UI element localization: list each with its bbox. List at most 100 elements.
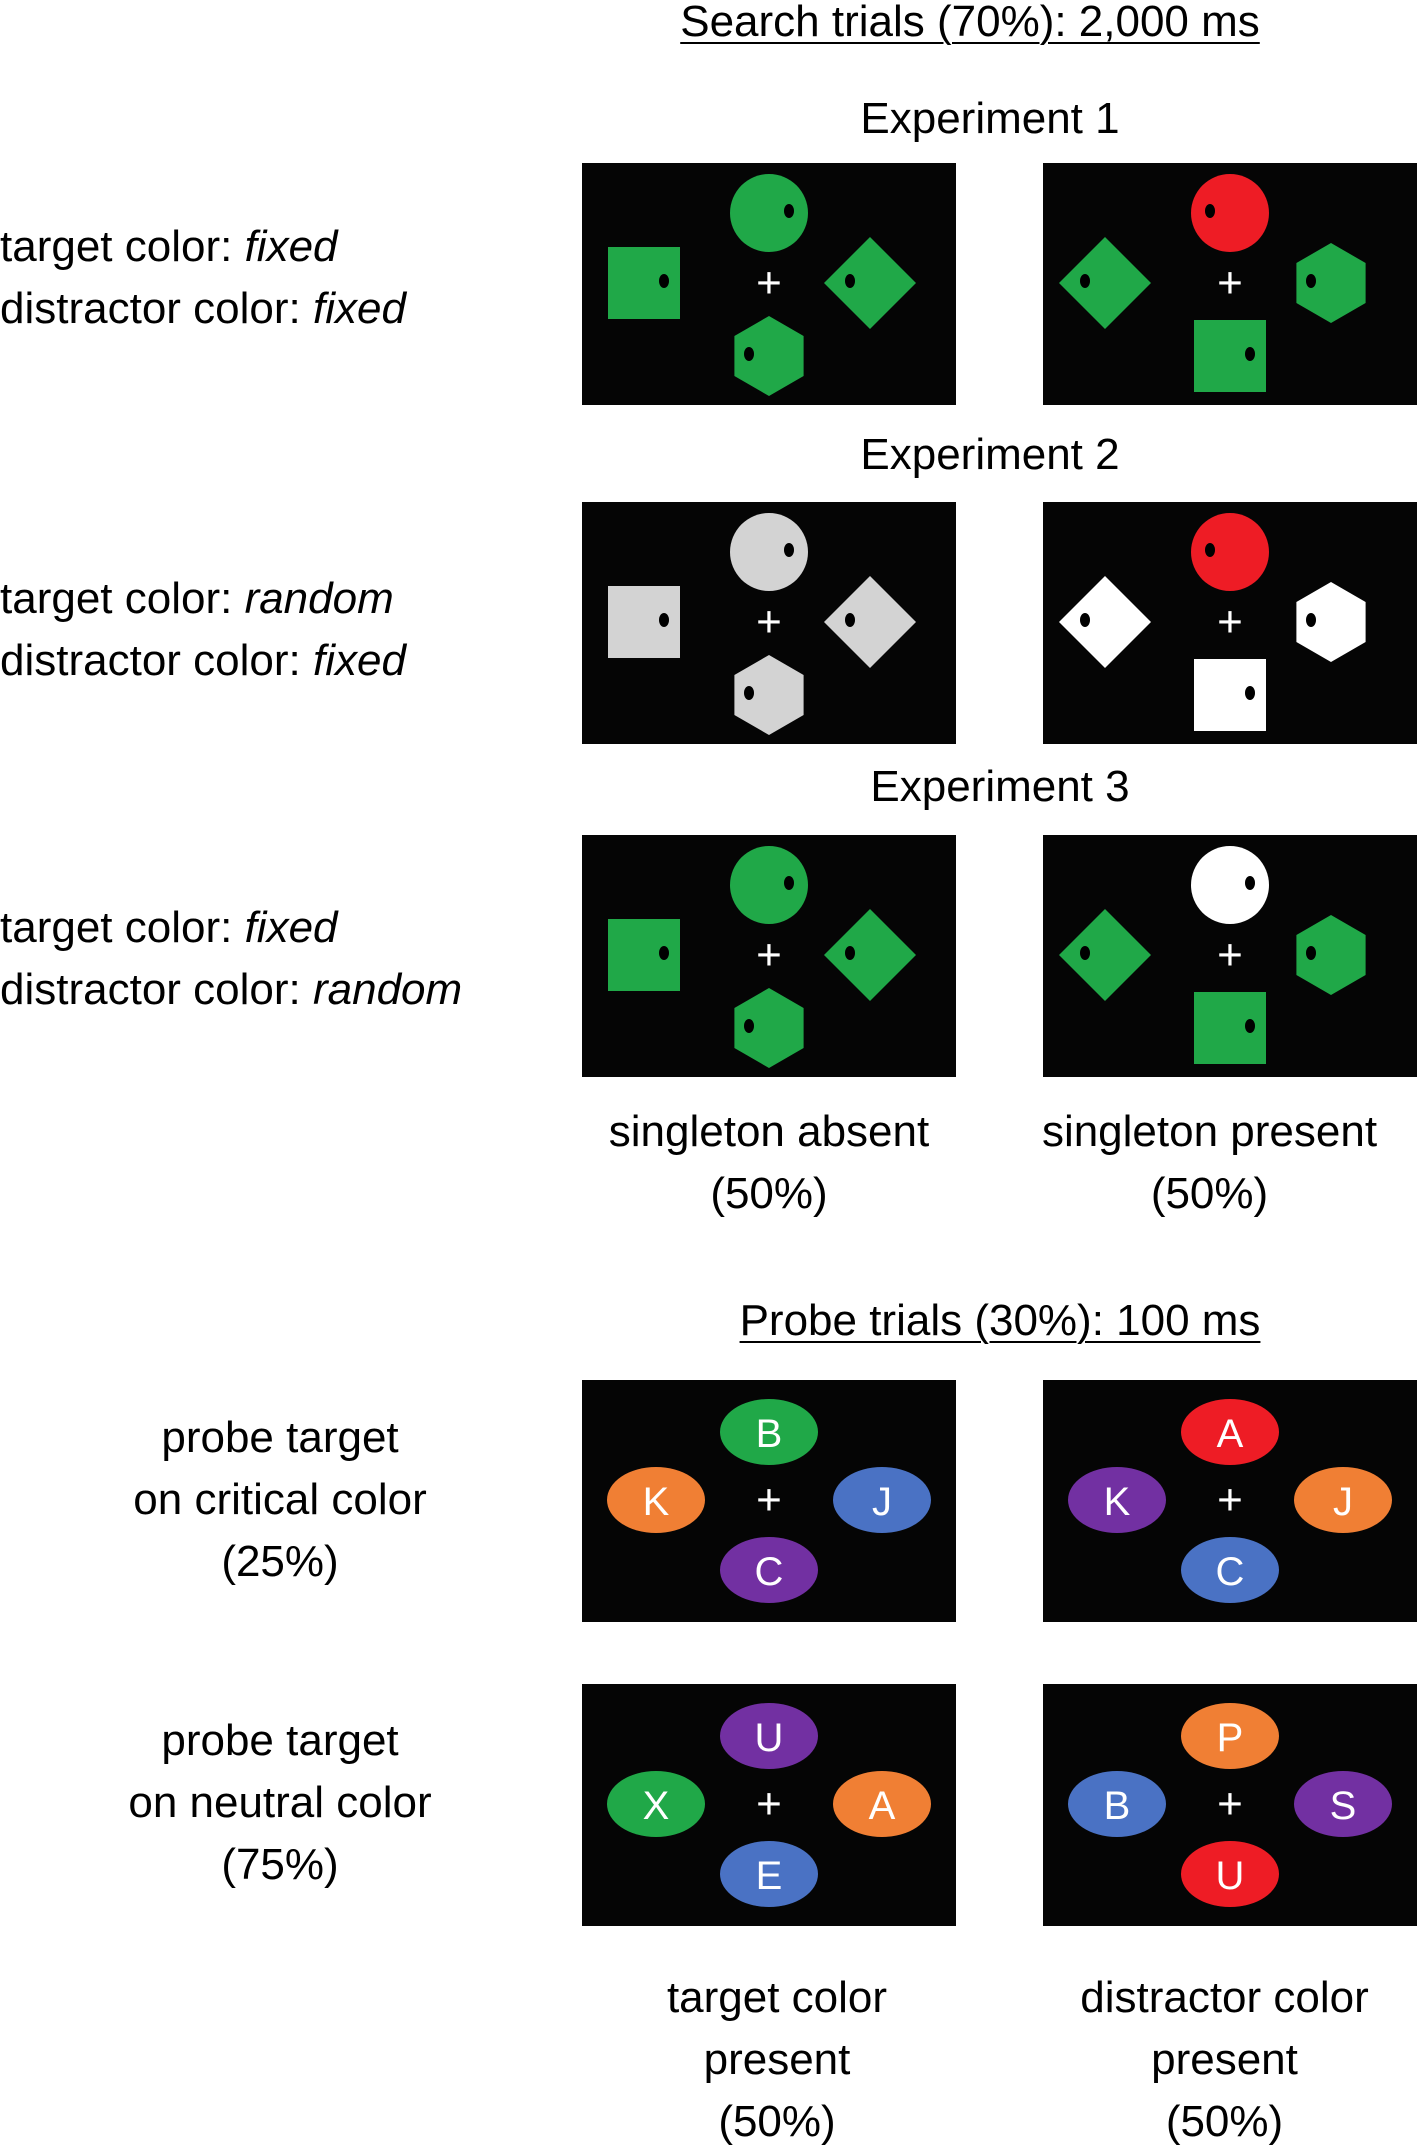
target-dot	[1245, 347, 1255, 361]
probe-letter-x: X	[607, 1771, 705, 1837]
target-dot	[659, 946, 669, 960]
diamond-item	[1059, 909, 1151, 1001]
probe-neutral-distractor-display: P B S U +	[1043, 1684, 1417, 1926]
circle-item	[1191, 174, 1269, 252]
svg-text:U: U	[755, 1716, 784, 1760]
target-dot	[845, 274, 855, 288]
experiment-2-conditions: target color: random distractor color: f…	[0, 568, 406, 692]
probe-letter-s: S	[1294, 1771, 1392, 1837]
fixation-cross: +	[756, 1780, 782, 1829]
hexagon-item	[734, 316, 804, 396]
target-dot	[1306, 274, 1316, 288]
target-dot	[784, 543, 794, 557]
fixation-cross: +	[1217, 598, 1243, 647]
circle-item	[730, 174, 808, 252]
svg-text:P: P	[1217, 1716, 1244, 1760]
svg-text:A: A	[869, 1784, 896, 1828]
experiment-3-title: Experiment 3	[870, 762, 1130, 811]
fixation-cross: +	[1217, 1476, 1243, 1525]
probe-letter-j: J	[1294, 1467, 1392, 1533]
target-dot	[1306, 946, 1316, 960]
fixation-cross: +	[756, 598, 782, 647]
probe-letter-p: P	[1181, 1703, 1279, 1769]
circle-item	[730, 846, 808, 924]
experiment-1-conditions: target color: fixed distractor color: fi…	[0, 216, 406, 340]
exp1-singleton-absent-display: +	[582, 163, 956, 405]
fixation-cross: +	[756, 1476, 782, 1525]
square-item	[608, 247, 680, 319]
fixation-cross: +	[1217, 1780, 1243, 1829]
probe-letter-c: C	[720, 1537, 818, 1603]
diamond-item	[824, 909, 916, 1001]
target-dot	[744, 347, 754, 361]
target-dot	[1080, 946, 1090, 960]
exp3-singleton-present-display: +	[1043, 835, 1417, 1077]
target-dot	[1205, 204, 1215, 218]
exp1-singleton-present-display: +	[1043, 163, 1417, 405]
distractor-color-condition: distractor color: fixed	[0, 284, 406, 333]
target-dot	[1245, 876, 1255, 890]
target-color-condition: target color: fixed	[0, 222, 338, 271]
svg-text:B: B	[1104, 1784, 1131, 1828]
probe-critical-target-display: B K J C +	[582, 1380, 956, 1622]
svg-text:K: K	[643, 1480, 670, 1524]
target-color-condition: target color: fixed	[0, 903, 338, 952]
fixation-cross: +	[756, 931, 782, 980]
svg-text:J: J	[872, 1480, 892, 1524]
square-item	[1194, 320, 1266, 392]
svg-text:A: A	[1217, 1412, 1244, 1456]
experiment-3-conditions: target color: fixed distractor color: ra…	[0, 897, 462, 1021]
target-dot	[744, 1019, 754, 1033]
probe-letter-b: B	[720, 1399, 818, 1465]
probe-trials-heading: Probe trials (30%): 100 ms	[739, 1296, 1261, 1345]
diamond-item	[824, 576, 916, 668]
target-dot	[1205, 543, 1215, 557]
target-dot	[1306, 613, 1316, 627]
experiment-2-title: Experiment 2	[860, 430, 1120, 479]
diamond-item	[1059, 576, 1151, 668]
fixation-cross: +	[1217, 259, 1243, 308]
probe-letter-j: J	[833, 1467, 931, 1533]
target-dot	[659, 613, 669, 627]
fixation-cross: +	[756, 259, 782, 308]
target-dot	[845, 613, 855, 627]
probe-neutral-target-display: U X A E +	[582, 1684, 956, 1926]
hexagon-item	[734, 655, 804, 735]
circle-item	[1191, 846, 1269, 924]
probe-letter-u: U	[1181, 1841, 1279, 1907]
probe-letter-k: K	[1068, 1467, 1166, 1533]
svg-text:S: S	[1330, 1784, 1357, 1828]
square-item	[608, 586, 680, 658]
target-color-condition: target color: random	[0, 574, 394, 623]
svg-text:E: E	[756, 1854, 783, 1898]
svg-text:K: K	[1104, 1480, 1131, 1524]
exp3-singleton-absent-display: +	[582, 835, 956, 1077]
svg-text:X: X	[643, 1784, 670, 1828]
diamond-item	[1059, 237, 1151, 329]
search-trials-heading: Search trials (70%): 2,000 ms	[680, 0, 1260, 46]
probe-letter-u: U	[720, 1703, 818, 1769]
target-color-present-caption: target color present (50%)	[666, 1973, 888, 2146]
target-dot	[784, 876, 794, 890]
probe-letter-a: A	[833, 1771, 931, 1837]
distractor-color-condition: distractor color: random	[0, 965, 463, 1014]
distractor-color-condition: distractor color: fixed	[0, 636, 406, 685]
fixation-cross: +	[1217, 931, 1243, 980]
svg-text:U: U	[1216, 1854, 1245, 1898]
experiment-1-title: Experiment 1	[860, 94, 1120, 143]
target-dot	[659, 274, 669, 288]
square-item	[608, 919, 680, 991]
hexagon-item	[1296, 915, 1366, 995]
probe-letter-k: K	[607, 1467, 705, 1533]
exp2-singleton-present-display: +	[1043, 502, 1417, 744]
svg-text:B: B	[756, 1412, 783, 1456]
target-dot	[1245, 686, 1255, 700]
exp2-singleton-absent-display: +	[582, 502, 956, 744]
target-dot	[1245, 1019, 1255, 1033]
svg-text:C: C	[755, 1550, 784, 1594]
target-dot	[845, 946, 855, 960]
diamond-item	[824, 237, 916, 329]
probe-critical-label: probe target on critical color (25%)	[133, 1413, 427, 1586]
target-dot	[1080, 274, 1090, 288]
probe-letter-c: C	[1181, 1537, 1279, 1603]
